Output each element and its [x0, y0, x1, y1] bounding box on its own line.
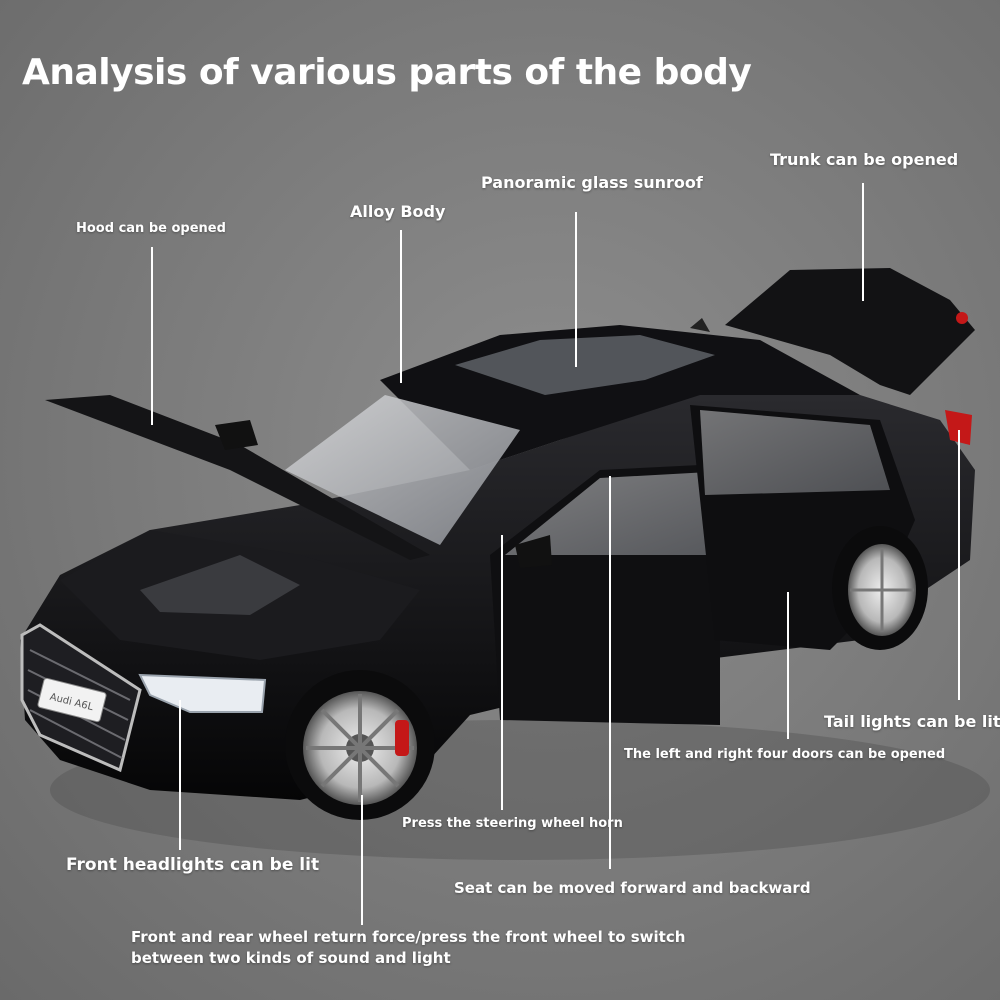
- hood-callout: Hood can be opened: [76, 221, 226, 236]
- sunroof-callout: Panoramic glass sunroof: [481, 173, 703, 192]
- steering-horn-callout: Press the steering wheel horn: [402, 816, 623, 831]
- opened-hood: [45, 395, 430, 560]
- seat-leader-line: [609, 476, 611, 869]
- license-plate: Audi A6L: [37, 677, 107, 723]
- wheel-callout: Front and rear wheel return force/press …: [131, 927, 711, 969]
- doors-leader-line: [787, 592, 789, 739]
- engine-cover: [140, 555, 300, 615]
- side-mirror: [215, 420, 258, 450]
- rear-door-window: [700, 410, 890, 495]
- tail-lights-leader-line: [958, 430, 960, 700]
- wheel-callout-line2: between two kinds of sound and light: [131, 949, 451, 967]
- tail-light: [945, 410, 972, 445]
- headlights-leader-line: [179, 700, 181, 850]
- opened-trunk: [725, 268, 975, 395]
- wheel-leader-line: [361, 795, 363, 925]
- trunk-leader-line: [862, 183, 864, 301]
- rear-wheel: [832, 526, 928, 650]
- windshield: [285, 395, 520, 545]
- sunroof-glass: [455, 335, 715, 395]
- steering-horn-leader-line: [501, 535, 503, 810]
- alloy-body-leader-line: [400, 230, 402, 383]
- alloy-body-callout: Alloy Body: [350, 202, 446, 221]
- trunk-callout: Trunk can be opened: [770, 150, 959, 169]
- roof-antenna: [690, 318, 710, 332]
- wheel-callout-line1: Front and rear wheel return force/press …: [131, 928, 686, 946]
- trunk-lamp: [956, 312, 968, 324]
- headlight: [138, 673, 267, 713]
- tail-lights-callout: Tail lights can be lit: [824, 712, 1000, 731]
- sunroof-leader-line: [575, 212, 577, 367]
- front-door-window: [505, 470, 745, 555]
- door-mirror: [515, 535, 552, 568]
- front-wheel: [285, 670, 435, 820]
- page-title: Analysis of various parts of the body: [22, 52, 752, 93]
- doors-callout: The left and right four doors can be ope…: [624, 747, 946, 762]
- hood-leader-line: [151, 247, 153, 425]
- headlights-callout: Front headlights can be lit: [66, 855, 320, 875]
- seat-callout: Seat can be moved forward and backward: [454, 879, 811, 897]
